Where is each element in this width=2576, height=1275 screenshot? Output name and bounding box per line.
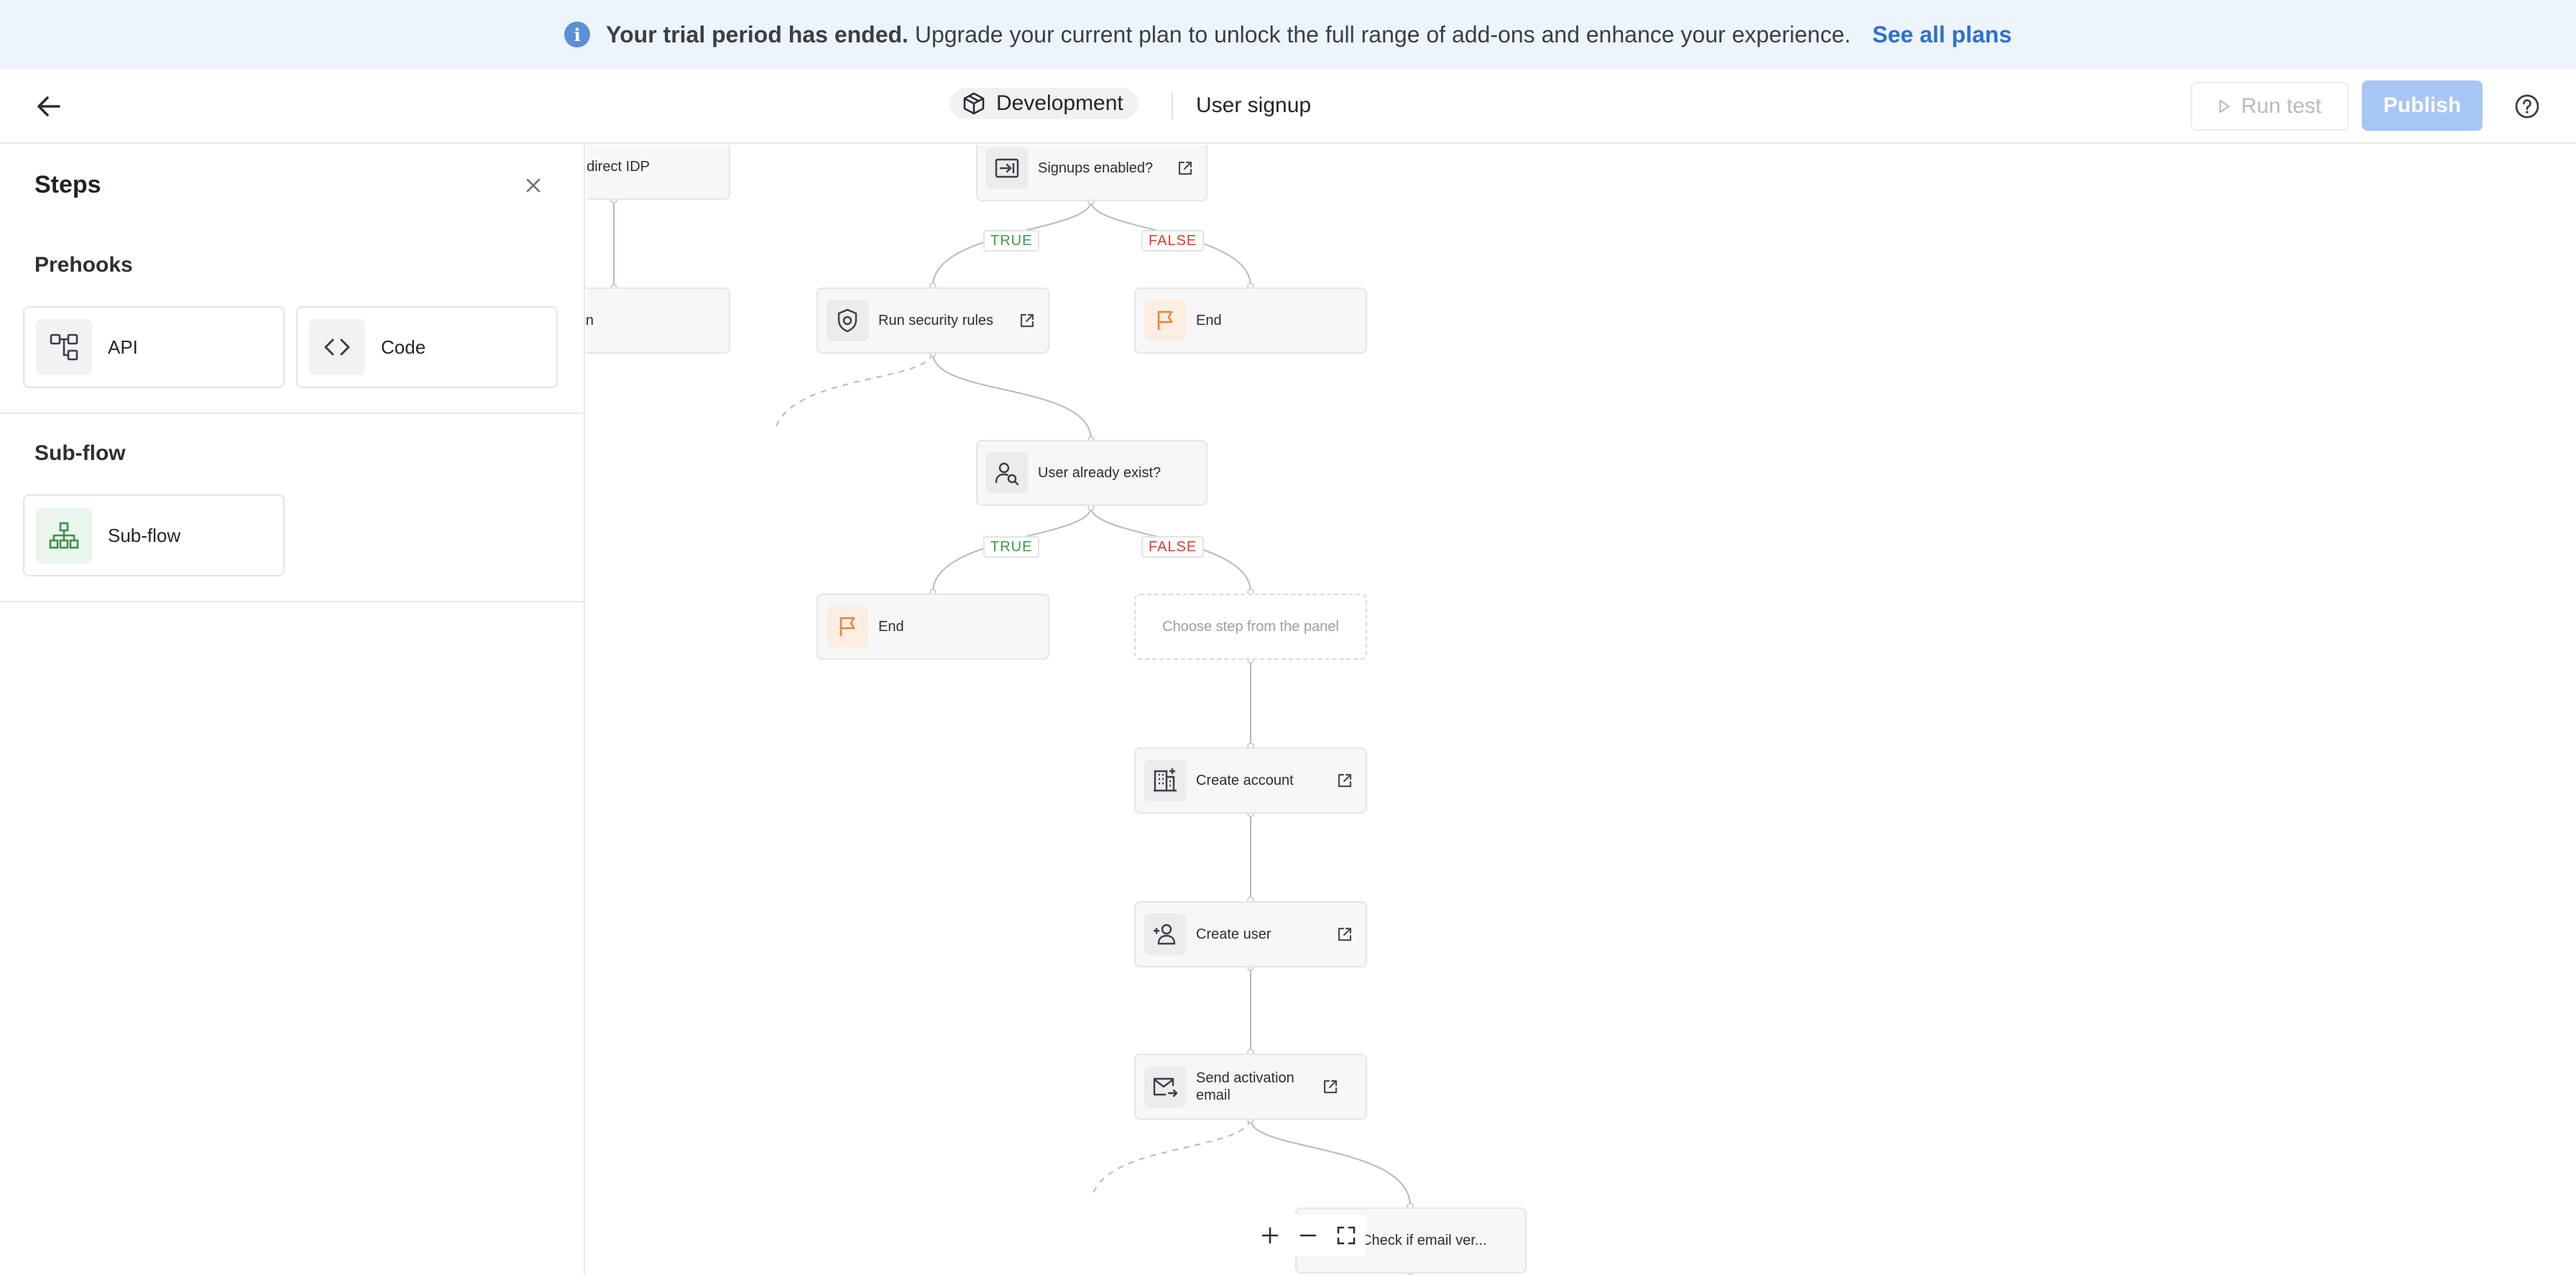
- node-run-security-rules[interactable]: Run security rules: [816, 287, 1049, 354]
- user-plus-icon: [1144, 913, 1186, 955]
- zoom-controls: [1251, 1215, 1366, 1256]
- false-label: FALSE: [1141, 230, 1205, 252]
- close-panel-button[interactable]: [523, 175, 543, 195]
- flow-name[interactable]: User signup: [1196, 93, 1312, 117]
- run-test-label: Run test: [2241, 94, 2322, 118]
- banner-message: Your trial period has ended. Upgrade you…: [606, 22, 1851, 48]
- open-external-icon: [1338, 927, 1352, 942]
- steps-panel: Steps Prehooks API Code Sub-flow Sub-flo…: [0, 144, 585, 1275]
- node-label: User already exist?: [1038, 465, 1162, 481]
- step-card-label: Sub-flow: [108, 524, 181, 546]
- back-button[interactable]: [32, 91, 66, 122]
- fit-view-icon[interactable]: [1335, 1225, 1357, 1246]
- step-card-label: API: [108, 336, 138, 358]
- node-label: Create user: [1196, 926, 1271, 942]
- zoom-out-icon[interactable]: [1297, 1225, 1319, 1246]
- node-partial[interactable]: n: [586, 287, 730, 354]
- sub-flow-icon: [36, 507, 92, 563]
- panel-title: Steps: [34, 171, 101, 198]
- section-title-sub-flow: Sub-flow: [34, 441, 126, 465]
- login-arrow-icon: [986, 147, 1028, 189]
- see-all-plans-link[interactable]: See all plans: [1872, 21, 2012, 47]
- flow-canvas[interactable]: direct IDP n Signups enabled? TRUE FALSE…: [586, 145, 2576, 1275]
- node-label: Create account: [1196, 773, 1294, 788]
- node-user-already-exist[interactable]: User already exist?: [976, 440, 1208, 506]
- question-circle-icon: [2515, 94, 2539, 119]
- true-label: TRUE: [983, 230, 1040, 252]
- banner-bold-text: Your trial period has ended.: [606, 21, 908, 47]
- header-divider: [1172, 92, 1173, 119]
- publish-button[interactable]: Publish: [2362, 80, 2483, 131]
- section-title-prehooks: Prehooks: [34, 253, 133, 277]
- edge-email-to-check: [1250, 1119, 1411, 1207]
- node-label: Send activation email: [1196, 1070, 1294, 1103]
- node-label: Run security rules: [878, 313, 994, 328]
- node-label: direct IDP: [586, 159, 650, 175]
- open-external-icon: [1338, 773, 1352, 788]
- user-search-icon: [986, 452, 1028, 494]
- edge-security-dashed: [774, 353, 934, 432]
- node-send-activation-email[interactable]: Send activation email: [1134, 1054, 1367, 1120]
- cube-icon: [963, 92, 985, 115]
- api-icon: [36, 319, 92, 375]
- step-card-code[interactable]: Code: [296, 306, 558, 388]
- close-icon: [526, 178, 540, 193]
- edge-security-to-user: [932, 353, 1092, 441]
- info-icon: i: [564, 22, 591, 47]
- false-label: FALSE: [1141, 536, 1205, 558]
- environment-selector[interactable]: Development: [950, 88, 1138, 119]
- banner-text: Upgrade your current plan to unlock the …: [908, 21, 1851, 47]
- node-label: Choose step from the panel: [1162, 618, 1339, 635]
- step-card-label: Code: [381, 336, 426, 358]
- arrow-left-icon: [37, 96, 60, 116]
- step-card-sub-flow[interactable]: Sub-flow: [23, 494, 285, 576]
- node-redirect-idp[interactable]: direct IDP: [586, 145, 730, 200]
- node-signups-enabled[interactable]: Signups enabled?: [976, 145, 1208, 201]
- node-label: n: [586, 313, 594, 328]
- open-external-icon: [1323, 1080, 1338, 1094]
- node-end-user-exists[interactable]: End: [816, 594, 1049, 660]
- flag-icon: [827, 606, 868, 648]
- node-label: Check if email ver...: [1361, 1233, 1487, 1248]
- play-icon: [2220, 100, 2230, 113]
- zoom-in-icon[interactable]: [1259, 1225, 1281, 1246]
- node-choose-step-placeholder[interactable]: Choose step from the panel: [1134, 594, 1367, 660]
- environment-name: Development: [996, 91, 1123, 115]
- mail-send-icon: [1144, 1066, 1186, 1108]
- true-label: TRUE: [983, 536, 1040, 558]
- building-icon: [1144, 760, 1186, 801]
- edge-email-dashed: [1092, 1119, 1251, 1197]
- node-label: Signups enabled?: [1038, 160, 1154, 176]
- step-card-api[interactable]: API: [23, 306, 285, 388]
- trial-banner: i Your trial period has ended. Upgrade y…: [0, 0, 2576, 69]
- run-test-button[interactable]: Run test: [2191, 82, 2349, 131]
- node-label: End: [1196, 313, 1222, 328]
- shield-icon: [827, 300, 868, 341]
- open-external-icon: [1178, 161, 1192, 175]
- code-icon: [309, 319, 365, 375]
- section-divider: [0, 601, 584, 602]
- node-label: End: [878, 619, 904, 635]
- help-button[interactable]: [2513, 92, 2542, 121]
- node-create-account[interactable]: Create account: [1134, 747, 1367, 814]
- flag-icon: [1144, 300, 1186, 341]
- header: Development User signup Run test Publish: [0, 69, 2576, 144]
- open-external-icon: [1020, 313, 1034, 328]
- node-create-user[interactable]: Create user: [1134, 901, 1367, 967]
- section-divider: [0, 413, 584, 414]
- node-end-signups[interactable]: End: [1134, 287, 1367, 354]
